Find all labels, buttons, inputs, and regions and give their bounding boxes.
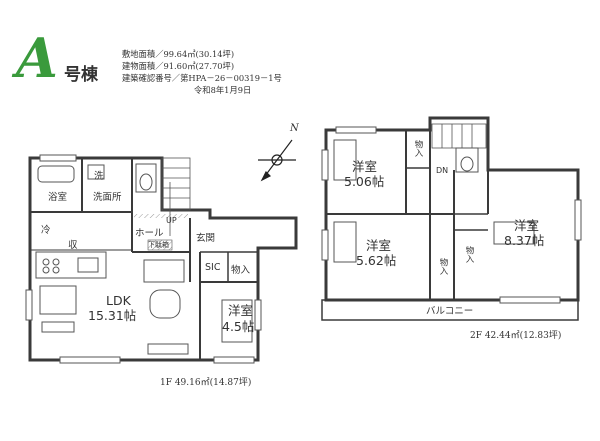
up-label: UP bbox=[166, 216, 177, 225]
room1-name-label: 洋室 bbox=[352, 159, 378, 174]
closet-right-label: 物入 bbox=[464, 246, 474, 263]
kitchen-counter bbox=[35, 251, 107, 279]
room3-size-label: 8.37帖 bbox=[504, 233, 545, 248]
second-floor-walls bbox=[321, 116, 580, 321]
building-logo: A 号棟 bbox=[14, 26, 124, 90]
washbasin-icon bbox=[87, 164, 105, 180]
north-arrow-icon bbox=[258, 139, 296, 182]
storage-label: 収 bbox=[68, 240, 78, 251]
building-area-text: 建物面積／91.60㎡(27.70坪) bbox=[122, 61, 235, 71]
closet-mid-label: 物入 bbox=[438, 258, 448, 275]
first-floor-stairs bbox=[161, 157, 191, 236]
second-floor-stairs bbox=[431, 123, 487, 149]
building-letter: A bbox=[16, 26, 58, 90]
first-floor-windows bbox=[25, 154, 262, 364]
closet-top-label: 物入 bbox=[413, 140, 423, 157]
dn-label: DN bbox=[436, 166, 449, 175]
sic-label: SIC bbox=[205, 262, 221, 273]
room2-name-label: 洋室 bbox=[366, 238, 392, 253]
shoe-box-label: 下駄箱 bbox=[148, 241, 169, 249]
date-text: 令和8年1月9日 bbox=[194, 85, 252, 95]
ldk-name-label: LDK bbox=[106, 293, 131, 308]
toilet-2f-icon bbox=[460, 156, 474, 172]
entrance-label: 玄関 bbox=[196, 233, 216, 244]
room1-size-label: 5.06帖 bbox=[344, 174, 385, 189]
shoe-box bbox=[147, 239, 173, 251]
wash-label: 洗 bbox=[94, 171, 104, 182]
bed-room2 bbox=[333, 221, 357, 263]
bed-room3 bbox=[493, 221, 535, 245]
first-floor-area-label: 1F 49.16㎡(14.87坪) bbox=[160, 378, 252, 388]
second-floor-windows bbox=[321, 126, 582, 304]
western-1f-name-label: 洋室 bbox=[228, 303, 254, 318]
western-1f-size-label: 4.5帖 bbox=[222, 319, 255, 334]
building-suffix: 号棟 bbox=[64, 65, 98, 85]
closet-label-1f: 物入 bbox=[231, 265, 251, 276]
bed-room1 bbox=[333, 139, 357, 181]
hall-label: ホール bbox=[135, 228, 164, 239]
bath-label: 浴室 bbox=[48, 192, 68, 203]
room2-size-label: 5.62帖 bbox=[356, 253, 397, 268]
balcony-label: バルコニー bbox=[426, 306, 474, 317]
bed-first-floor bbox=[221, 299, 253, 343]
washroom-label: 洗面所 bbox=[93, 192, 122, 203]
toilet-icon bbox=[139, 173, 153, 191]
ldk-size-label: 15.31帖 bbox=[88, 308, 137, 323]
second-floor-area-label: 2F 42.44㎡(12.83坪) bbox=[470, 331, 562, 341]
bathtub-icon bbox=[37, 165, 75, 183]
north-label: N bbox=[289, 123, 300, 134]
fridge-label: 冷 bbox=[41, 225, 51, 236]
site-area-text: 敷地面積／99.64㎡(30.14坪) bbox=[122, 49, 235, 59]
sofa bbox=[143, 259, 189, 355]
permit-number-text: 建築確認番号／第HPA－26－00319－1号 bbox=[122, 73, 282, 83]
dining-table bbox=[39, 285, 77, 333]
room3-name-label: 洋室 bbox=[514, 218, 540, 233]
